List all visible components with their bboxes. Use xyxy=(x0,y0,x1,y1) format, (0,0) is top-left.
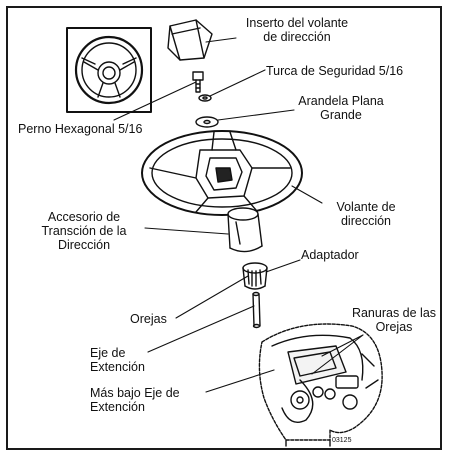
label-lower-shaft-line2: Extención xyxy=(90,400,145,414)
label-transition-line2: Transción de la xyxy=(41,224,127,238)
label-steering-wheel-line2: dirección xyxy=(340,214,392,228)
label-flat-washer-line2: Grande xyxy=(320,108,362,122)
label-wheel-insert: Inserto del volante de dirección xyxy=(232,16,362,44)
label-adapter: Adaptador xyxy=(301,248,359,262)
label-lock-nut: Turca de Seguridad 5/16 xyxy=(266,64,404,78)
extension-shaft xyxy=(252,291,261,329)
label-transition-line1: Accesorio de xyxy=(47,210,121,224)
transition-accessory xyxy=(227,207,263,253)
figure-code: 03125 xyxy=(332,437,352,444)
label-lower-shaft-line1: Más bajo Eje de xyxy=(90,386,180,400)
label-extension-shaft: Eje de Extención xyxy=(90,346,145,374)
label-flat-washer-line1: Arandela Plana xyxy=(298,94,384,108)
label-ears: Orejas xyxy=(130,312,167,326)
label-flat-washer: Arandela Plana Grande xyxy=(282,94,400,122)
lock-nut xyxy=(198,94,212,102)
label-extension-shaft-line2: Extención xyxy=(90,360,145,374)
label-wheel-insert-line1: Inserto del volante xyxy=(245,16,349,30)
hex-bolt xyxy=(192,71,204,93)
adapter xyxy=(242,262,268,290)
label-ear-slots: Ranuras de las Orejas xyxy=(348,306,440,334)
label-wheel-insert-line2: de dirección xyxy=(263,30,331,44)
label-transition-accessory: Accesorio de Transción de la Dirección xyxy=(24,210,144,252)
label-steering-wheel-line1: Volante de xyxy=(336,200,396,214)
label-steering-wheel: Volante de dirección xyxy=(316,200,416,228)
label-extension-shaft-line1: Eje de xyxy=(90,346,126,360)
label-hex-bolt: Perno Hexagonal 5/16 xyxy=(18,122,143,136)
dash-console xyxy=(258,323,383,447)
label-ear-slots-line2: Orejas xyxy=(375,320,413,334)
inset-wheel-icon xyxy=(66,27,152,113)
label-ear-slots-line1: Ranuras de las xyxy=(351,306,437,320)
flat-washer xyxy=(195,116,219,128)
wheel-insert xyxy=(167,19,213,61)
label-lower-extension-shaft: Más bajo Eje de Extención xyxy=(90,386,180,414)
leader-lines xyxy=(113,37,364,393)
label-transition-line3: Dirección xyxy=(57,238,111,252)
steering-wheel xyxy=(141,130,303,216)
